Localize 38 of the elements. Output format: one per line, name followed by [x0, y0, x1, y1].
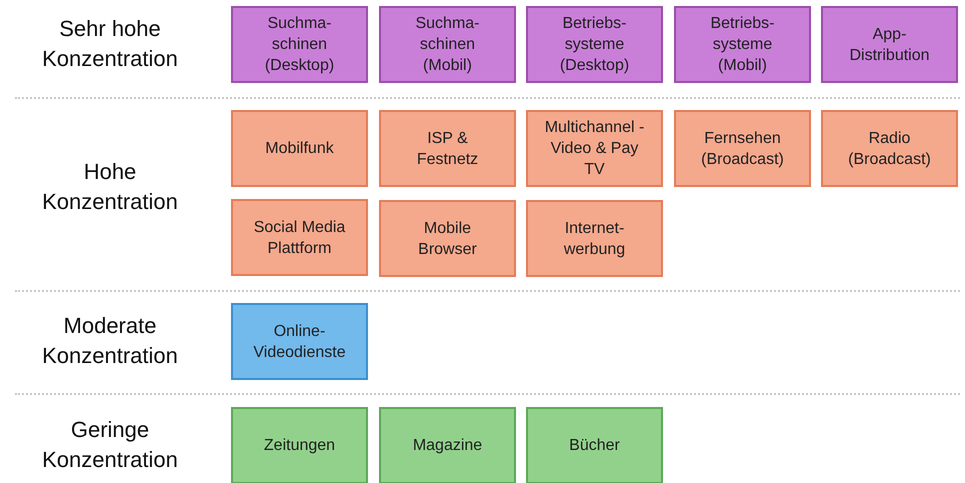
box-text: Magazine	[412, 436, 484, 456]
category-box	[231, 303, 368, 380]
category-box	[379, 407, 516, 483]
box-text: Mobilfunk	[264, 139, 335, 159]
category-box	[379, 200, 516, 277]
category-box	[526, 110, 663, 187]
category-box	[821, 6, 958, 83]
box-text: Suchma- schinen (Mobil)	[414, 14, 481, 76]
row-label: Moderate Konzentration	[41, 312, 179, 370]
box-text: Internet- werbung	[562, 218, 626, 260]
row-label: Hohe Konzentration	[41, 158, 179, 216]
box-text: Betriebs- systeme (Mobil)	[709, 14, 776, 76]
category-box	[674, 6, 811, 83]
box-text: Mobile Browser	[417, 218, 478, 260]
box-text: Suchma- schinen (Desktop)	[264, 14, 336, 76]
category-box	[526, 6, 663, 83]
box-text: Fernsehen (Broadcast)	[700, 128, 785, 170]
box-text: ISP & Festnetz	[416, 128, 480, 170]
box-text: Online- Videodienste	[252, 322, 347, 362]
category-box	[379, 6, 516, 83]
box-text: Social Media Plattform	[252, 218, 346, 258]
row-label: Geringe Konzentration	[41, 416, 179, 474]
category-box	[526, 200, 663, 277]
box-text: Zeitungen	[262, 436, 336, 456]
box-text: Betriebs- systeme (Desktop)	[558, 14, 630, 76]
category-box	[821, 110, 958, 187]
box-text: Radio (Broadcast)	[847, 128, 932, 170]
box-text: Multichannel -Video & Pay TV	[544, 118, 646, 180]
category-box	[526, 407, 663, 483]
category-box	[231, 407, 368, 483]
category-box	[231, 199, 368, 276]
category-box	[231, 6, 368, 83]
category-box	[379, 110, 516, 187]
box-text: App- Distribution	[848, 24, 931, 66]
box-text: Bücher	[568, 436, 621, 456]
category-box	[674, 110, 811, 187]
category-box	[231, 110, 368, 187]
row-label: Sehr hohe Konzentration	[41, 15, 179, 73]
